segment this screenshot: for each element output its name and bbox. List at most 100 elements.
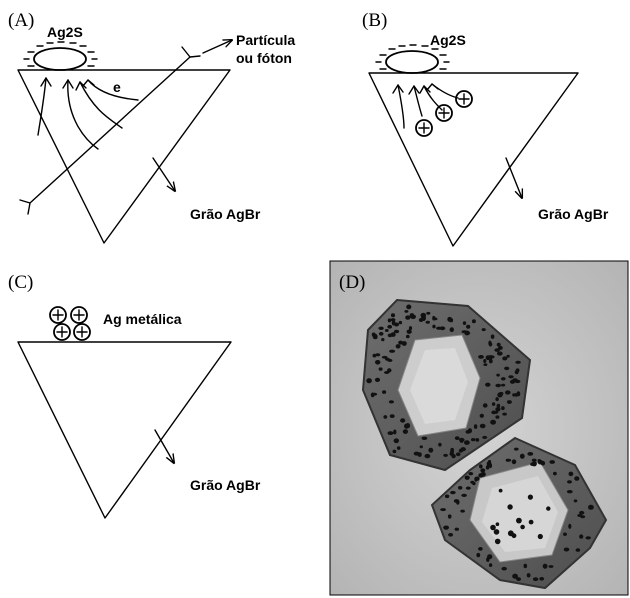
silver-speck (501, 377, 506, 380)
silver-speck (481, 472, 486, 477)
silver-speck (428, 448, 433, 453)
silver-speck (460, 510, 465, 513)
panel-d: (D) (330, 261, 628, 595)
silver-speck (528, 495, 533, 500)
panel-c-letter: (C) (8, 272, 33, 293)
silver-speck (390, 414, 395, 418)
silver-speck (455, 436, 460, 440)
silver-speck (568, 524, 571, 529)
silver-speck (393, 450, 397, 454)
silver-speck (463, 321, 466, 325)
silver-speck (482, 328, 486, 331)
panel-a-letter: (A) (8, 10, 34, 31)
silver-speck (496, 522, 500, 526)
silver-speck (515, 370, 519, 374)
silver-speck (387, 368, 391, 372)
silver-speck (479, 464, 483, 468)
silver-speck (466, 325, 470, 329)
silver-speck (580, 515, 585, 518)
panel-c-silver-cluster (50, 307, 90, 340)
silver-speck (495, 407, 500, 411)
silver-speck (501, 406, 505, 410)
silver-speck (440, 326, 446, 330)
silver-speck (468, 472, 473, 475)
silver-speck (569, 472, 574, 477)
silver-speck (391, 332, 396, 337)
silver-speck (391, 313, 395, 317)
panel-a-particle-track (20, 40, 232, 214)
silver-speck (375, 360, 380, 365)
silver-speck (450, 448, 454, 452)
silver-speck (579, 511, 584, 515)
silver-speck (471, 438, 475, 441)
silver-speck (586, 536, 591, 539)
panel-a: (A) Ag2S Partícula ou fóton e Grão AgBr (8, 10, 295, 243)
silver-speck (389, 400, 394, 403)
silver-speck (393, 430, 396, 435)
silver-speck (461, 494, 467, 497)
silver-speck (407, 330, 412, 334)
panel-c: (C) Ag metálica Grão AgBr (8, 272, 261, 518)
silver-speck (512, 459, 517, 464)
panel-b-hole-2 (436, 105, 452, 121)
silver-speck (466, 430, 471, 434)
silver-speck (387, 325, 392, 329)
silver-speck (499, 392, 504, 395)
silver-speck (478, 547, 483, 551)
silver-speck (489, 463, 492, 468)
panel-a-grain-pointer (153, 158, 175, 191)
panel-c-grain-label: Grão AgBr (190, 477, 261, 493)
silver-speck (440, 508, 446, 511)
silver-speck (443, 454, 448, 457)
silver-speck (420, 445, 423, 448)
silver-speck (494, 529, 500, 535)
silver-speck (588, 505, 594, 510)
silver-speck (495, 415, 499, 418)
silver-speck (425, 454, 431, 458)
silver-speck (507, 504, 512, 509)
silver-speck (392, 321, 396, 326)
silver-speck (375, 378, 380, 382)
silver-speck (490, 525, 496, 531)
silver-speck (432, 325, 435, 329)
silver-speck (373, 334, 378, 339)
silver-speck (409, 326, 412, 330)
silver-speck (456, 452, 461, 456)
panel-b-grain-pointer (506, 158, 522, 198)
silver-speck (490, 420, 496, 425)
silver-speck (445, 495, 449, 499)
silver-speck (515, 361, 521, 364)
silver-speck (497, 343, 501, 347)
silver-speck (406, 335, 410, 339)
silver-speck (524, 564, 528, 568)
silver-speck (497, 351, 503, 355)
silver-speck (574, 476, 579, 481)
silver-speck (489, 563, 492, 567)
silver-speck (421, 313, 427, 318)
silver-speck (488, 341, 491, 346)
silver-speck (426, 312, 430, 315)
silver-speck (455, 528, 459, 531)
silver-speck (543, 564, 548, 569)
silver-speck (496, 374, 500, 377)
silver-speck (475, 438, 479, 442)
silver-speck (492, 402, 495, 406)
silver-speck (504, 367, 509, 371)
silver-speck (520, 525, 525, 530)
silver-speck (483, 403, 488, 407)
silver-speck (538, 460, 543, 465)
silver-speck (372, 393, 377, 396)
panel-b: (B) Ag2S Grão AgBr (362, 10, 609, 246)
silver-speck (379, 332, 384, 336)
silver-speck (465, 332, 470, 335)
silver-speck (499, 489, 503, 493)
silver-speck (508, 375, 513, 378)
panel-b-grain-label: Grão AgBr (538, 206, 609, 222)
silver-speck (495, 397, 498, 401)
silver-speck (532, 459, 537, 462)
silver-speck (532, 461, 537, 466)
panel-a-ag2s-speck (24, 42, 97, 70)
panel-b-hole-3 (416, 120, 432, 136)
panel-b-letter: (B) (362, 10, 387, 31)
